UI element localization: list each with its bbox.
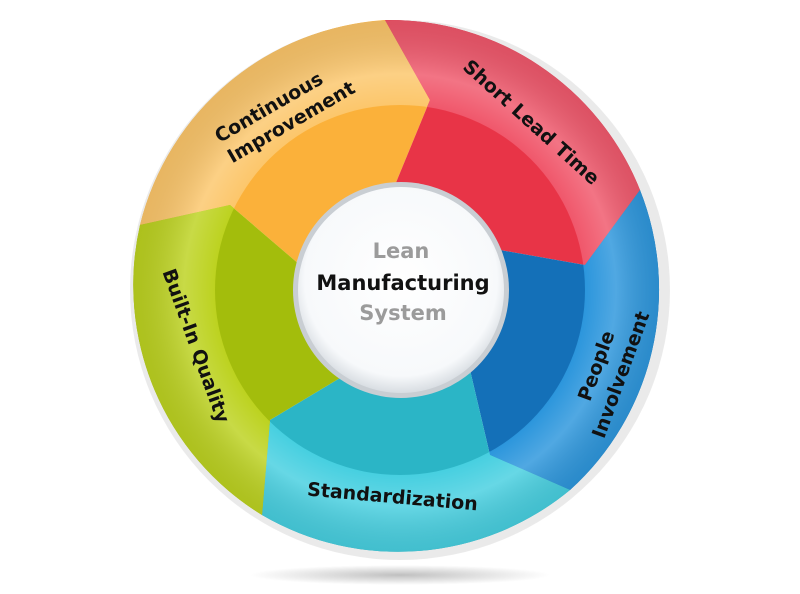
center-line-lean: Lean xyxy=(373,239,430,263)
center-line-manufacturing: Manufacturing xyxy=(316,271,489,295)
center-circle xyxy=(298,187,504,393)
center-line-system: System xyxy=(359,301,446,325)
drop-shadow xyxy=(250,565,550,585)
